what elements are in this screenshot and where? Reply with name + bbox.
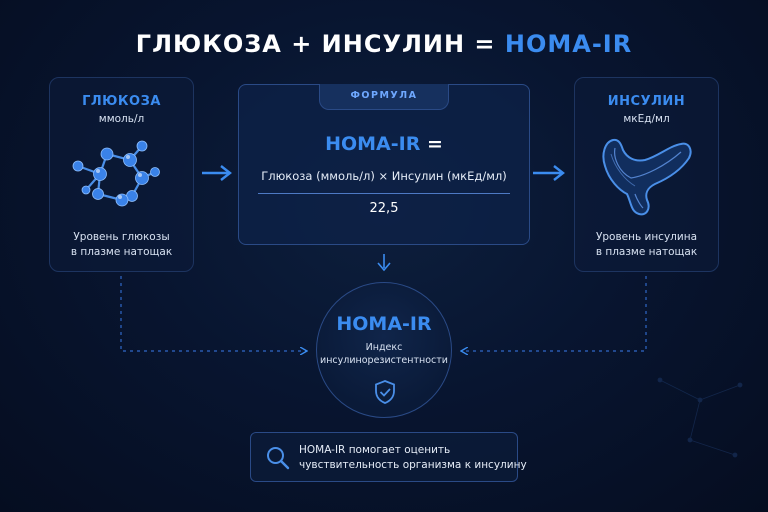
- formula-lhs-name: HOMA-IR: [325, 133, 421, 155]
- search-icon: [265, 445, 291, 475]
- insulin-unit: мкЕд/мл: [623, 113, 670, 125]
- info-text: HOMA-IR помогает оценить чувствительност…: [299, 443, 527, 473]
- arrow-formula-to-result: [377, 254, 391, 272]
- formula-tab: ФОРМУЛА: [319, 84, 449, 110]
- info-box: HOMA-IR помогает оценить чувствительност…: [250, 432, 527, 482]
- pancreas-icon: [575, 128, 718, 218]
- insulin-title: ИНСУЛИН: [607, 94, 686, 109]
- insulin-desc-line1: Уровень инсулина: [595, 231, 698, 243]
- glucose-card: ГЛЮКОЗА ммоль/л: [49, 77, 194, 272]
- formula-equals: =: [420, 133, 443, 155]
- result-label: Индекс инсулинорезистентности: [317, 341, 451, 367]
- shield-check-icon: [373, 379, 397, 409]
- result-label-line2: инсулинорезистентности: [320, 355, 448, 366]
- formula-numerator: Глюкоза (ммоль/л) × Инсулин (мкЕд/мл): [261, 169, 507, 183]
- glucose-desc-line2: в плазме натощак: [70, 246, 173, 258]
- dashed-connector-right: [462, 276, 647, 351]
- glucose-unit: ммоль/л: [98, 113, 145, 125]
- glucose-title: ГЛЮКОЗА: [82, 94, 161, 109]
- molecule-icon: [50, 128, 193, 218]
- page-title: ГЛЮКОЗА + ИНСУЛИН = HOMA-IR: [0, 30, 768, 58]
- result-title: HOMA-IR: [336, 313, 432, 335]
- insulin-card: ИНСУЛИН мкЕд/мл Уровень инсулина в плазм…: [574, 77, 719, 272]
- formula-denominator: 22,5: [369, 201, 399, 216]
- formula-lhs: HOMA-IR =: [238, 133, 530, 155]
- arrow-formula-to-insulin: [533, 165, 565, 181]
- glucose-desc-line1: Уровень глюкозы: [73, 231, 170, 243]
- formula-card: [238, 84, 530, 245]
- fraction-line: [258, 193, 510, 194]
- result-circle: HOMA-IR Индекс инсулинорезистентности: [316, 282, 452, 418]
- title-result: HOMA-IR: [504, 30, 633, 58]
- glucose-description: Уровень глюкозы в плазме натощак: [50, 230, 193, 260]
- arrow-glucose-to-formula: [202, 165, 232, 181]
- dashed-connector-left: [120, 276, 306, 351]
- result-label-line1: Индекс: [365, 342, 403, 353]
- title-equation: ГЛЮКОЗА + ИНСУЛИН =: [135, 30, 505, 58]
- info-line1: HOMA-IR помогает оценить: [299, 444, 451, 456]
- decorative-network: [657, 377, 743, 458]
- insulin-desc-line2: в плазме натощак: [595, 246, 698, 258]
- insulin-description: Уровень инсулина в плазме натощак: [575, 230, 718, 260]
- info-line2: чувствительность организма к инсулину: [299, 459, 527, 471]
